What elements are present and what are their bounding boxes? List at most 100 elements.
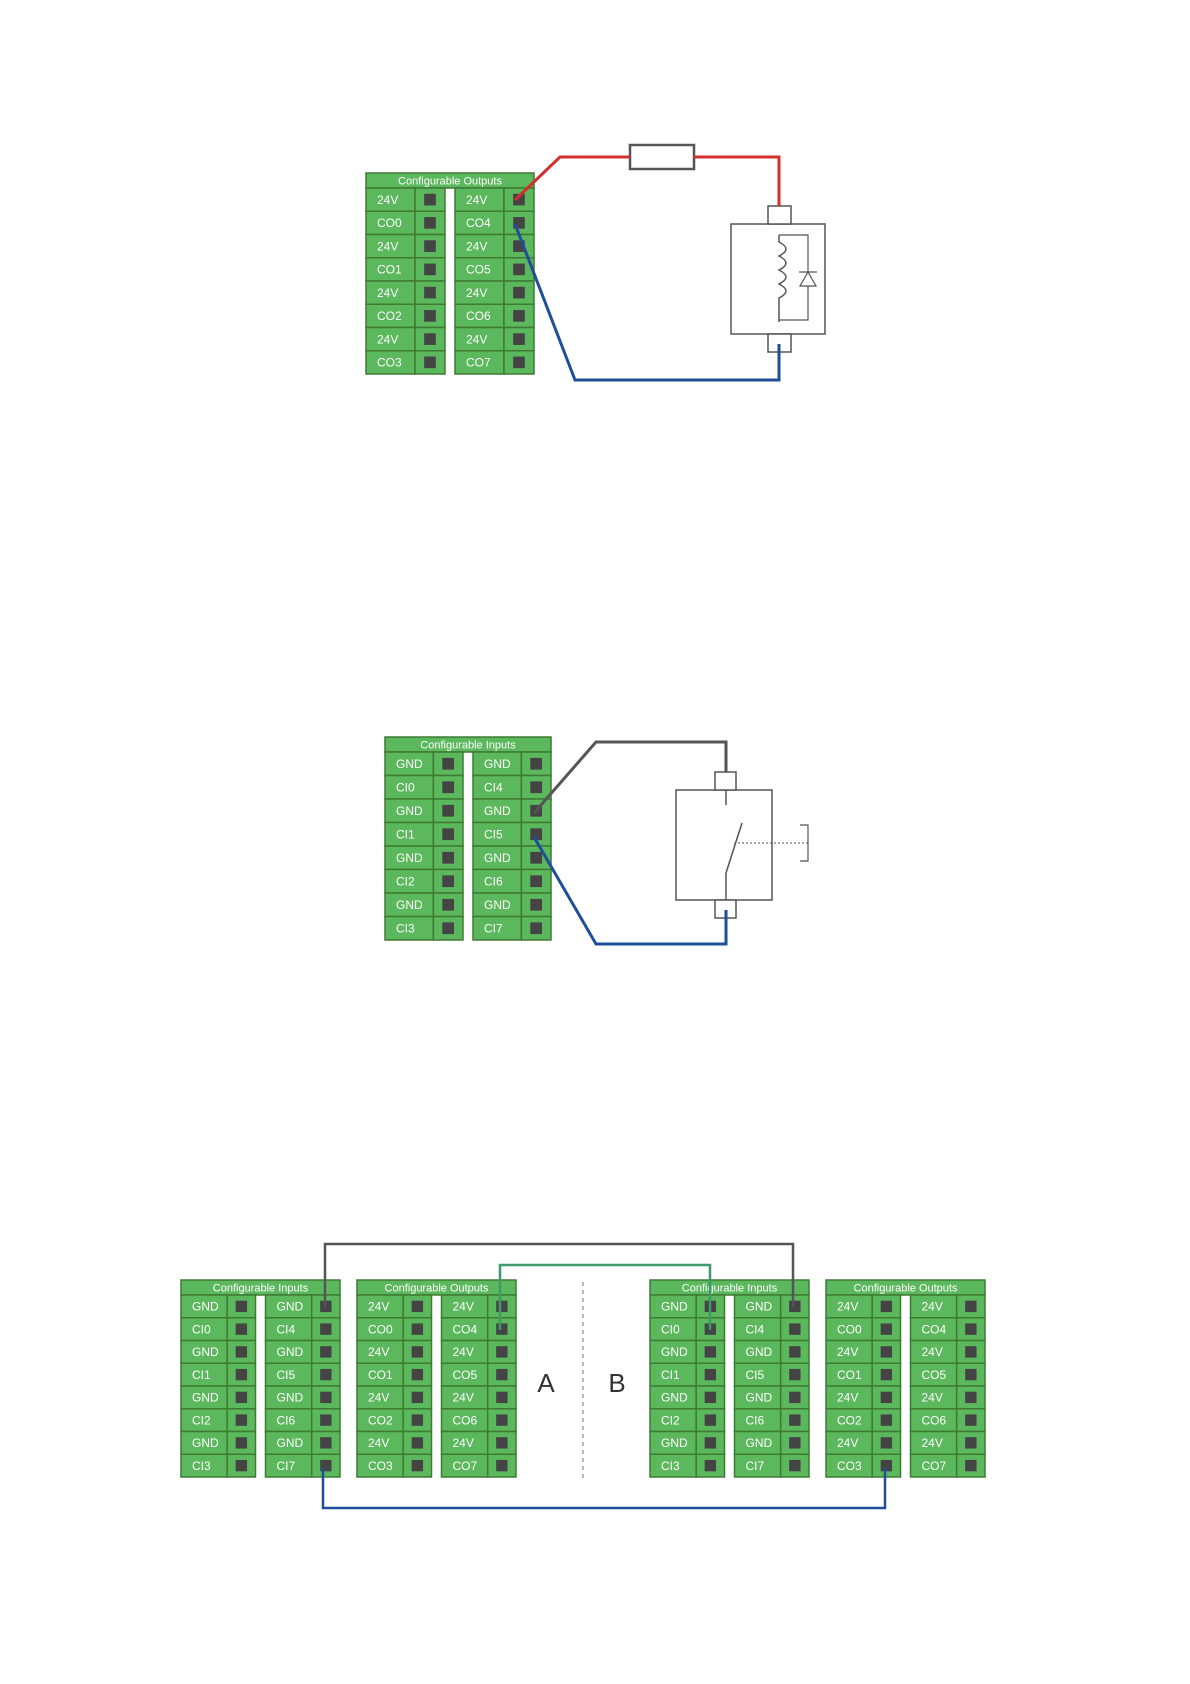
terminal-screw-icon[interactable] — [411, 1323, 424, 1335]
terminal-screw-icon[interactable] — [704, 1346, 717, 1358]
terminal-screw-icon[interactable] — [789, 1459, 801, 1472]
terminal-screw-icon[interactable] — [320, 1368, 332, 1381]
terminal-screw-icon[interactable] — [704, 1368, 717, 1381]
terminal-screw-icon[interactable] — [965, 1300, 977, 1313]
terminal-screw-icon[interactable] — [235, 1346, 248, 1358]
terminal-screw-icon[interactable] — [530, 898, 543, 911]
terminal-screw-icon[interactable] — [880, 1300, 893, 1313]
terminal-screw-icon[interactable] — [704, 1391, 717, 1404]
terminal-screw-icon[interactable] — [320, 1414, 332, 1426]
terminal-label: CO6 — [453, 1413, 478, 1427]
terminal-label: CO5 — [466, 263, 491, 277]
terminal-screw-icon[interactable] — [411, 1459, 424, 1472]
terminal-screw-icon[interactable] — [496, 1391, 508, 1404]
terminal-screw-icon[interactable] — [789, 1346, 801, 1358]
terminal-screw-icon[interactable] — [496, 1368, 508, 1381]
wire-24v-red — [513, 155, 630, 202]
terminal-screw-icon[interactable] — [235, 1391, 248, 1404]
terminal-screw-icon[interactable] — [530, 875, 543, 888]
terminal-screw-icon[interactable] — [424, 240, 436, 252]
terminal-screw-icon[interactable] — [442, 828, 455, 841]
terminal-screw-icon[interactable] — [496, 1414, 508, 1426]
terminal-screw-icon[interactable] — [880, 1437, 893, 1449]
terminal-screw-icon[interactable] — [442, 898, 455, 911]
terminal-screw-icon[interactable] — [965, 1346, 977, 1358]
terminal-screw-icon[interactable] — [235, 1459, 248, 1472]
terminal-screw-icon[interactable] — [424, 333, 436, 345]
terminal-screw-icon[interactable] — [424, 263, 436, 276]
terminal-screw-icon[interactable] — [411, 1300, 424, 1313]
terminal-screw-icon[interactable] — [965, 1437, 977, 1449]
terminal-screw-icon[interactable] — [320, 1323, 332, 1335]
terminal-screw-icon[interactable] — [424, 193, 436, 206]
terminal-screw-icon[interactable] — [235, 1300, 248, 1313]
terminal-screw-icon[interactable] — [442, 851, 455, 864]
resistor-icon — [628, 143, 696, 171]
terminal-screw-icon[interactable] — [513, 217, 525, 229]
terminal-screw-icon[interactable] — [704, 1414, 717, 1426]
terminal-screw-icon[interactable] — [513, 286, 525, 299]
terminal-screw-icon[interactable] — [424, 286, 436, 299]
terminal-screw-icon[interactable] — [442, 875, 455, 888]
terminal-screw-icon[interactable] — [880, 1323, 893, 1335]
terminal-screw-icon[interactable] — [496, 1323, 508, 1335]
terminal-screw-icon[interactable] — [496, 1300, 508, 1313]
terminal-screw-icon[interactable] — [442, 804, 455, 817]
terminal-label: GND — [661, 1300, 688, 1314]
terminal-screw-icon[interactable] — [442, 781, 455, 794]
terminal-screw-icon[interactable] — [965, 1323, 977, 1335]
terminal-screw-icon[interactable] — [235, 1414, 248, 1426]
terminal-screw-icon[interactable] — [530, 828, 543, 841]
terminal-screw-icon[interactable] — [496, 1437, 508, 1449]
terminal-screw-icon[interactable] — [320, 1346, 332, 1358]
terminal-screw-icon[interactable] — [513, 263, 525, 276]
terminal-screw-icon[interactable] — [965, 1391, 977, 1404]
terminal-screw-icon[interactable] — [965, 1368, 977, 1381]
terminal-screw-icon[interactable] — [424, 310, 436, 322]
terminal-screw-icon[interactable] — [411, 1346, 424, 1358]
terminal-screw-icon[interactable] — [411, 1368, 424, 1381]
terminal-screw-icon[interactable] — [496, 1346, 508, 1358]
terminal-screw-icon[interactable] — [880, 1346, 893, 1358]
terminal-screw-icon[interactable] — [411, 1414, 424, 1426]
terminal-screw-icon[interactable] — [965, 1459, 977, 1472]
terminal-screw-icon[interactable] — [513, 193, 525, 206]
terminal-screw-icon[interactable] — [789, 1414, 801, 1426]
terminal-screw-icon[interactable] — [513, 333, 525, 345]
terminal-screw-icon[interactable] — [320, 1391, 332, 1404]
terminal-screw-icon[interactable] — [411, 1391, 424, 1404]
terminal-screw-icon[interactable] — [320, 1459, 332, 1472]
terminal-screw-icon[interactable] — [513, 356, 525, 369]
terminal-screw-icon[interactable] — [789, 1391, 801, 1404]
terminal-screw-icon[interactable] — [789, 1300, 801, 1313]
terminal-screw-icon[interactable] — [704, 1437, 717, 1449]
terminal-screw-icon[interactable] — [789, 1323, 801, 1335]
terminal-screw-icon[interactable] — [496, 1459, 508, 1472]
terminal-screw-icon[interactable] — [442, 922, 455, 935]
terminal-screw-icon[interactable] — [880, 1391, 893, 1404]
terminal-screw-icon[interactable] — [530, 781, 543, 794]
terminal-screw-icon[interactable] — [235, 1323, 248, 1335]
terminal-screw-icon[interactable] — [530, 922, 543, 935]
terminal-screw-icon[interactable] — [442, 757, 455, 770]
terminal-screw-icon[interactable] — [530, 851, 543, 864]
wire-ci5-blue — [532, 836, 728, 946]
terminal-screw-icon[interactable] — [530, 757, 543, 770]
terminal-screw-icon[interactable] — [235, 1437, 248, 1449]
terminal-screw-icon[interactable] — [880, 1459, 893, 1472]
terminal-screw-icon[interactable] — [789, 1437, 801, 1449]
terminal-screw-icon[interactable] — [235, 1368, 248, 1381]
terminal-screw-icon[interactable] — [704, 1459, 717, 1472]
terminal-label: 24V — [368, 1345, 389, 1359]
terminal-screw-icon[interactable] — [513, 310, 525, 322]
terminal-screw-icon[interactable] — [789, 1368, 801, 1381]
terminal-label: 24V — [466, 332, 487, 346]
terminal-screw-icon[interactable] — [513, 240, 525, 252]
terminal-screw-icon[interactable] — [965, 1414, 977, 1426]
terminal-screw-icon[interactable] — [880, 1414, 893, 1426]
terminal-screw-icon[interactable] — [411, 1437, 424, 1449]
terminal-screw-icon[interactable] — [320, 1437, 332, 1449]
terminal-screw-icon[interactable] — [880, 1368, 893, 1381]
terminal-screw-icon[interactable] — [424, 356, 436, 369]
terminal-screw-icon[interactable] — [424, 217, 436, 229]
